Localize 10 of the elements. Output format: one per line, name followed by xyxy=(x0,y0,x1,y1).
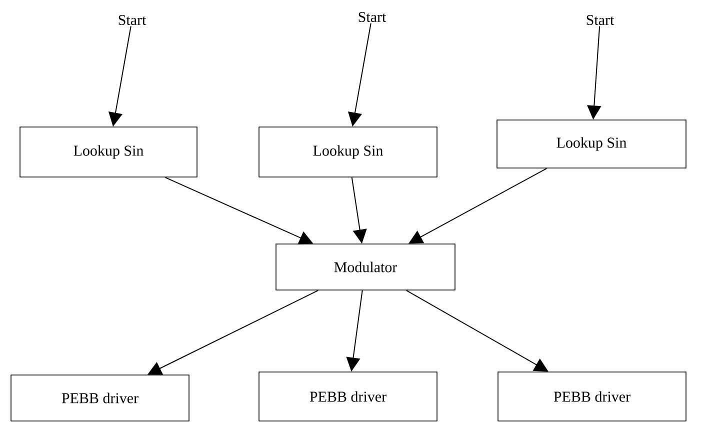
process-box: Lookup Sin xyxy=(496,120,686,168)
start-label: Start xyxy=(358,12,386,22)
process-box: PEBB driver xyxy=(498,372,686,422)
process-box: Lookup Sin xyxy=(20,126,198,178)
start-label: Start xyxy=(586,14,614,26)
process-box: PEBB driver xyxy=(258,372,438,422)
process-box: Lookup Sin xyxy=(258,126,438,178)
process-box: Modulator xyxy=(276,244,456,290)
process-box: PEBB driver xyxy=(10,374,190,422)
start-label: Start xyxy=(118,14,146,26)
